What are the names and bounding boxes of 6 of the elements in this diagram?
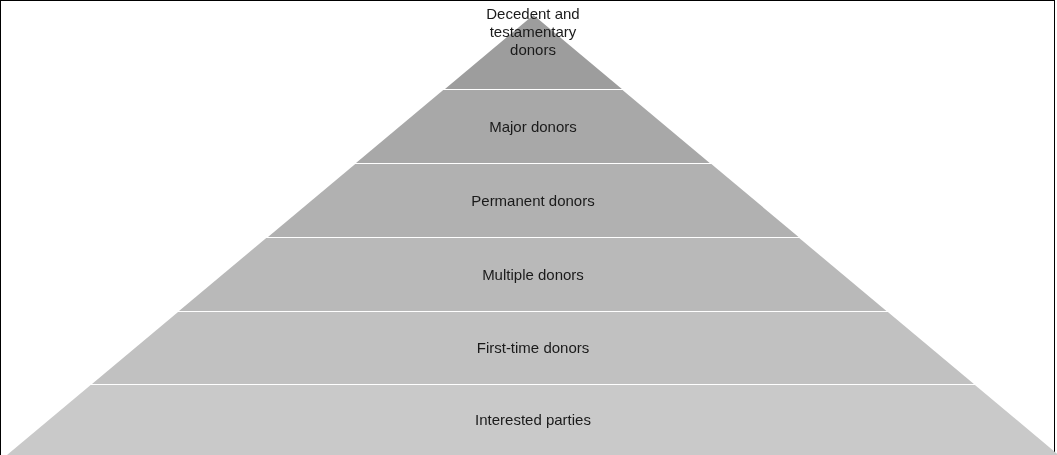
tier-label: Multiple donors — [481, 265, 585, 284]
tier-label: Decedent and testamentary donors — [485, 5, 581, 59]
tier-label: Permanent donors — [470, 191, 596, 210]
tier-label: First-time donors — [475, 339, 591, 357]
tier-label: Interested parties — [474, 411, 592, 429]
tier-label: Major donors — [488, 117, 578, 136]
